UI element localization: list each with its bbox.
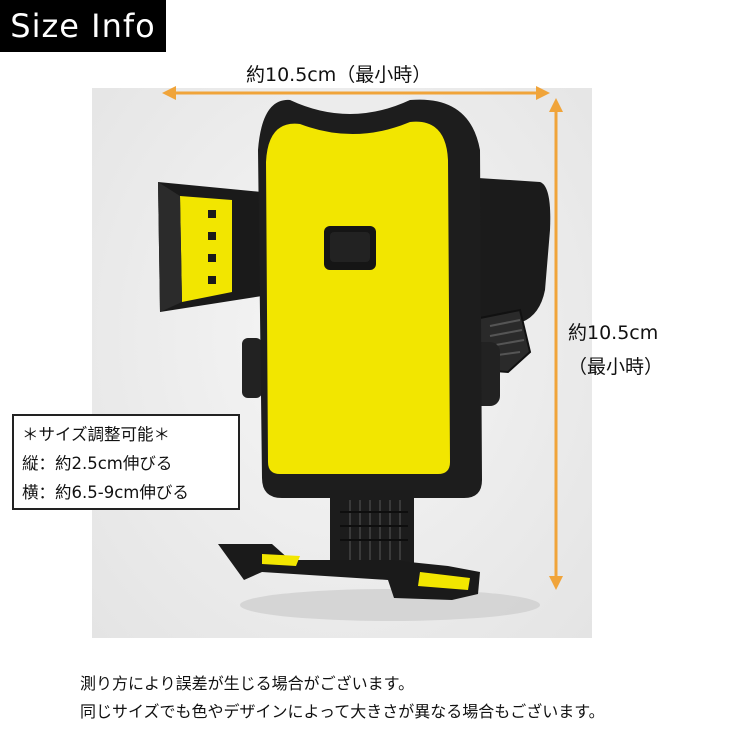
left-knob: [242, 338, 262, 398]
info-box-vertical: 縦：約2.5cm伸びる: [22, 454, 173, 473]
product-shadow: [240, 589, 540, 621]
foot-yellow-right: [418, 572, 470, 590]
adjustment-info-box: ＊サイズ調整可能＊ 縦：約2.5cm伸びる 横：約6.5-9cm伸びる: [12, 414, 240, 510]
info-box-title: ＊サイズ調整可能＊: [22, 425, 171, 444]
foot-yellow-left: [262, 554, 300, 566]
yellow-face: [266, 121, 450, 475]
height-label-note: （最小時）: [568, 356, 664, 378]
size-info-badge: Size Info: [0, 0, 166, 52]
info-box-horizontal: 横：約6.5-9cm伸びる: [22, 483, 189, 502]
width-dimension-arrow: [162, 86, 550, 100]
height-label: 約10.5cm: [568, 322, 659, 344]
right-side-clip: [478, 178, 551, 330]
width-label: 約10.5cm（最小時）: [246, 64, 432, 86]
height-dimension-arrow: [549, 98, 563, 590]
left-arm-yellow-pad: [180, 196, 232, 302]
size-variation-note: 同じサイズでも色やデザインによって大きさが異なる場合もございます。: [80, 702, 605, 721]
measurement-note: 測り方により誤差が生じる場合がございます。: [80, 674, 415, 693]
